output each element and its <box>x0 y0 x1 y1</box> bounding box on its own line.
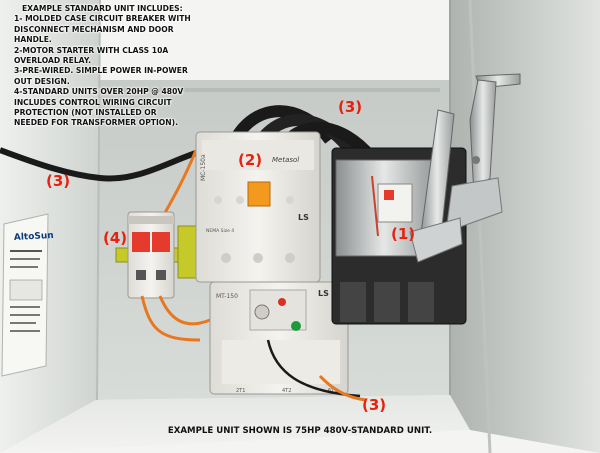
overload-green-button-icon <box>291 321 301 331</box>
overload-relay: MT-150 LS 2T1 4T2 6T3 <box>209 281 349 395</box>
term-label-2: 4T2 <box>282 388 291 394</box>
wire-black-incoming <box>0 147 206 182</box>
callout-wiring-bottom: (3) <box>362 396 387 414</box>
floor <box>0 395 470 453</box>
feature-notes: EXAMPLE STANDARD UNIT INCLUDES: 1- MOLDE… <box>14 4 259 129</box>
overload-red-button-icon <box>278 298 286 306</box>
callout-breaker: (1) <box>391 225 416 243</box>
notes-line: 2-MOTOR STARTER WITH CLASS 10A <box>14 45 169 55</box>
callout-control: (4) <box>103 229 128 247</box>
notes-line: 4-STANDARD UNITS OVER 20HP @ 480V <box>14 87 184 97</box>
notes-line: OUT DESIGN. <box>14 76 70 86</box>
contactor-model: MC-150a <box>200 154 207 181</box>
notes-line: PROTECTION (NOT INSTALLED OR <box>14 108 157 118</box>
term-label-1: 2T1 <box>236 388 245 394</box>
callout-wiring-top: (3) <box>338 98 363 116</box>
enclosure-label: AltoSun <box>1 213 54 377</box>
callout-wiring-left: (3) <box>46 172 71 190</box>
nema-label: NEMA Size 4 <box>206 228 234 234</box>
contactor-brand: Metasol <box>272 156 299 164</box>
overload-dial-icon <box>254 304 270 320</box>
notes-line: HANDLE. <box>14 35 52 45</box>
wire-orange-control-2 <box>140 295 201 342</box>
disconnect-handle <box>409 73 521 263</box>
term-label-3: 6T3 <box>328 388 337 394</box>
contactor-indicator <box>247 181 271 207</box>
contactor: Metasol MC-150a LS NEMA Size 4 <box>195 131 321 283</box>
wire-orange-control-3 <box>158 295 211 326</box>
control-breaker <box>127 211 175 299</box>
ls-mark-overload: LS <box>318 289 329 298</box>
terminal-block <box>177 225 197 279</box>
wire-orange-output <box>318 374 367 402</box>
panel-label-text: AltoSun <box>14 231 54 243</box>
notes-line: DISCONNECT MECHANISM AND DOOR <box>14 24 174 34</box>
callout-starter: (2) <box>238 151 263 169</box>
photo-caption: EXAMPLE UNIT SHOWN IS 75HP 480V-STANDARD… <box>167 426 433 436</box>
overload-model: MT-150 <box>216 293 238 300</box>
notes-line: OVERLOAD RELAY. <box>14 56 91 66</box>
notes-heading: EXAMPLE STANDARD UNIT INCLUDES: <box>22 4 183 13</box>
ls-mark-contactor: LS <box>298 213 309 222</box>
notes-line: INCLUDES CONTROL WIRING CIRCUIT <box>14 97 172 107</box>
notes-line: NEEDED FOR TRANSFORMER OPTION). <box>14 118 178 128</box>
notes-line: 1- MOLDED CASE CIRCUIT BREAKER WITH <box>14 14 191 24</box>
notes-line: 3-PRE-WIRED. SIMPLE POWER IN-POWER <box>14 66 188 76</box>
